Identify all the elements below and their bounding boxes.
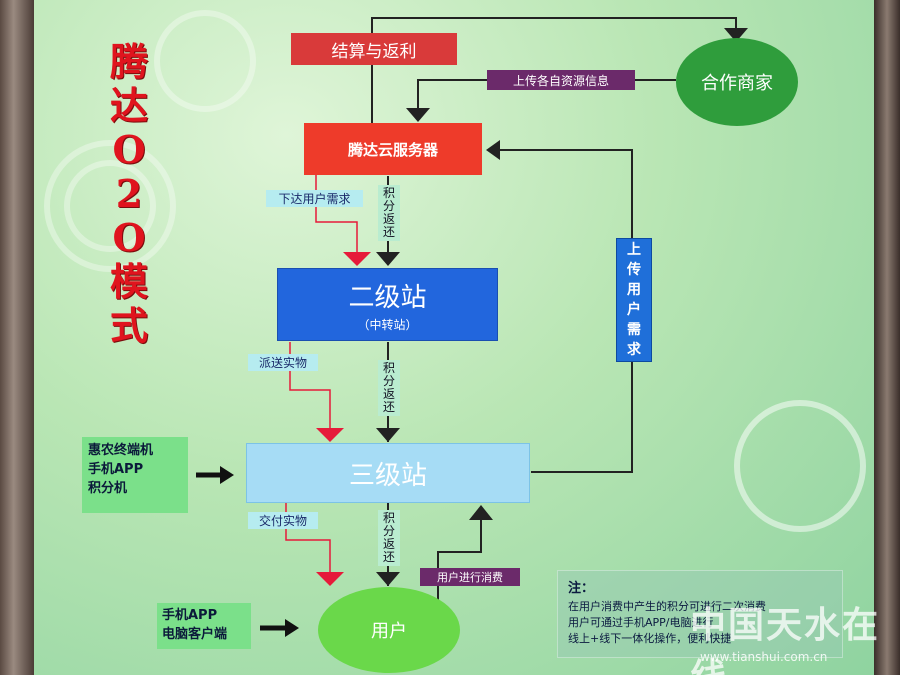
arrowhead xyxy=(316,428,344,442)
send-demand-label: 下达用户需求 xyxy=(266,190,363,207)
level2-title: 二级站 xyxy=(348,282,427,313)
arrowhead xyxy=(376,428,400,442)
arrowhead xyxy=(406,108,430,122)
points-return-label: 积分返还 xyxy=(378,185,400,241)
device-item: 手机APP xyxy=(162,608,218,623)
decor-ring xyxy=(734,400,866,532)
arrow-upload-demand xyxy=(498,149,633,473)
deliver-goods-label: 派送实物 xyxy=(248,354,318,371)
watermark-url: www.tianshui.com.cn xyxy=(700,650,828,664)
right-frame xyxy=(874,0,900,675)
terminals-box: 惠农终端机 手机APP 积分机 xyxy=(82,437,188,513)
terminal-item: 积分机 xyxy=(88,481,128,496)
title-char: O xyxy=(112,215,146,260)
user-devices-box: 手机APP 电脑客户端 xyxy=(157,603,251,649)
note-box: 注： 在用户消费中产生的积分可进行二次消费 用户可通过手机APP/电脑进行 线上… xyxy=(557,570,843,658)
arrow-server-to-partner xyxy=(371,17,737,123)
title-char: 达 xyxy=(109,83,148,128)
title-char: O xyxy=(112,127,146,172)
decor-ring xyxy=(154,10,256,112)
arrowhead xyxy=(343,252,371,266)
note-line: 线上+线下一体化操作，便利快捷 xyxy=(568,632,732,645)
upload-resources-label: 上传各自资源信息 xyxy=(487,70,635,90)
arrow-user-consume xyxy=(437,518,482,600)
title-char: 腾 xyxy=(109,39,148,84)
arrowhead xyxy=(316,572,344,586)
level3-station: 三级站 xyxy=(246,443,530,503)
arrowhead xyxy=(724,28,748,42)
arrowhead xyxy=(486,140,500,160)
title-char: 式 xyxy=(109,303,148,348)
title-char: 2 xyxy=(115,171,143,216)
level2-subtitle: （中转站） xyxy=(357,317,418,332)
note-line: 用户可通过手机APP/电脑进行 xyxy=(568,616,714,629)
arrow-red-server-l2 xyxy=(315,175,358,252)
user-node: 用户 xyxy=(318,587,460,673)
partner-node: 合作商家 xyxy=(676,38,798,126)
points-return-label: 积分返还 xyxy=(378,510,400,566)
arrowhead xyxy=(285,619,299,637)
decor-ring xyxy=(44,140,176,272)
upload-user-demand-label: 上传用 户需求 xyxy=(616,238,652,362)
terminal-item: 手机APP xyxy=(88,462,144,477)
user-consume-label: 用户进行消费 xyxy=(420,568,520,586)
note-heading: 注： xyxy=(568,581,595,596)
level2-station: 二级站 （中转站） xyxy=(277,268,498,341)
arrowhead xyxy=(220,466,234,484)
left-frame xyxy=(0,0,34,675)
arrowhead xyxy=(376,252,400,266)
terminal-item: 惠农终端机 xyxy=(88,443,154,458)
cloud-server-node: 腾达云服务器 xyxy=(304,123,482,175)
watermark: 中国天水在线 xyxy=(690,605,881,698)
title-char: 模 xyxy=(109,259,148,304)
decor-ring xyxy=(64,160,156,252)
device-item: 电脑客户端 xyxy=(162,627,228,642)
arrowhead xyxy=(376,572,400,586)
settlement-box: 结算与返利 xyxy=(291,33,457,65)
points-return-label: 积分返还 xyxy=(378,360,400,416)
note-line: 在用户消费中产生的积分可进行二次消费 xyxy=(568,600,766,613)
arrowhead xyxy=(469,505,493,520)
poster-title: 腾 达 O 2 O 模 式 xyxy=(105,40,153,348)
handover-goods-label: 交付实物 xyxy=(248,512,318,529)
